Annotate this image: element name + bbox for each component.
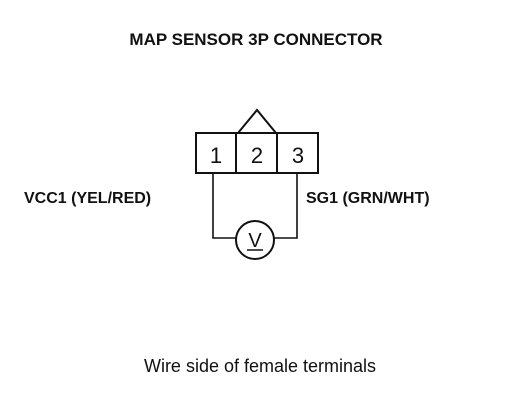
lead-pin-1 [212,173,236,239]
voltmeter-icon: V [235,220,275,260]
voltmeter-symbol: V [248,230,262,252]
connector-housing [195,132,319,174]
connector-3p [195,108,319,174]
pin-1-label: 1 [210,143,222,168]
pin-2-label: 2 [251,143,263,168]
connector-lock-tab [237,108,277,134]
test-leads [212,173,298,239]
wire-label-vcc1: VCC1 (YEL/RED) [24,190,152,207]
diagram-title: MAP SENSOR 3P CONNECTOR [129,30,383,49]
voltmeter-circle [235,220,275,260]
diagram-caption: Wire side of female terminals [143,356,377,376]
pin-3-label: 3 [292,143,304,168]
wire-label-sg1: SG1 (GRN/WHT) [306,190,430,207]
lead-pin-3 [274,173,298,239]
